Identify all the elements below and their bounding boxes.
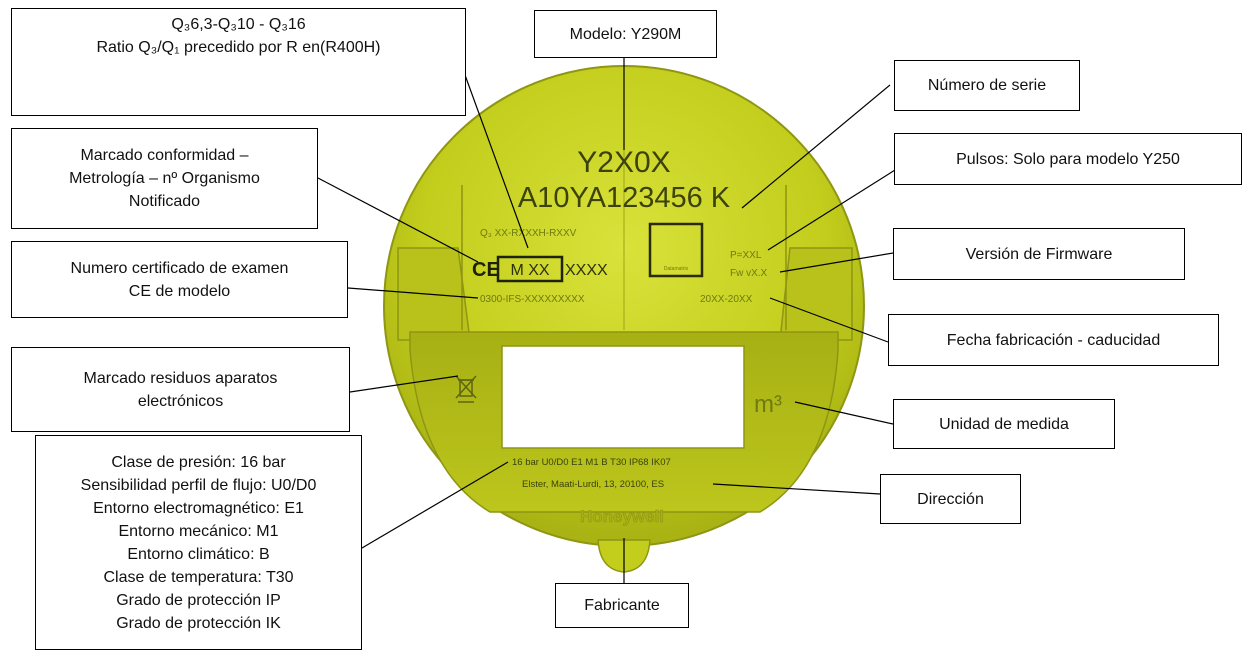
meter-cert-number: 0300-IFS-XXXXXXXXX [480, 294, 585, 305]
notified-body-number: XXXX [565, 262, 608, 279]
meter-pulse: P=XXL [730, 250, 762, 261]
callout-text: Entorno climático: B [127, 545, 270, 563]
callout-text: Número de serie [927, 77, 1047, 94]
callout-text: Ratio Q₃/Q₁ precedido por R en(R400H) [96, 39, 381, 56]
callout-text: Sensibilidad perfil de flujo: U0/D0 [80, 476, 317, 494]
callout-text: Clase de temperatura: T30 [103, 568, 294, 586]
callout-text: Marcado residuos aparatos [83, 369, 278, 387]
crossed-bin-icon [455, 375, 477, 403]
meter-serial: A10YA123456 K [518, 182, 731, 214]
metrology-m-mark: M XX [510, 262, 549, 279]
meter-model-code: Y2X0X [577, 146, 670, 179]
callout-text: Entorno electromagnético: E1 [93, 499, 304, 517]
meter-q3-line: Q₃ XX-RXXXH-RXXV [480, 228, 577, 239]
callout-modelo: Modelo: Y290M [534, 10, 717, 58]
display-window [501, 345, 745, 449]
callout-text: Modelo: Y290M [569, 25, 682, 43]
callout-numero-serie: Número de serie [894, 60, 1080, 111]
callout-residuos: Marcado residuos aparatos electrónicos [11, 347, 350, 432]
callout-firmware: Versión de Firmware [893, 228, 1185, 280]
callout-text: Grado de protección IP [116, 591, 281, 609]
meter-brand: Honeywell [580, 507, 664, 526]
callout-pulsos: Pulsos: Solo para modelo Y250 [894, 133, 1242, 185]
callout-text: Numero certificado de examen [70, 259, 289, 277]
callout-clase-presion: Clase de presión: 16 bar Sensibilidad pe… [35, 435, 362, 650]
callout-unidad: Unidad de medida [893, 399, 1115, 449]
callout-text: Pulsos: Solo para modelo Y250 [956, 150, 1180, 168]
meter-firmware: Fw vX.X [730, 268, 768, 279]
meter-unit: m³ [754, 391, 782, 418]
datamatrix-label: Datamatrix [664, 266, 689, 272]
left-latch [397, 247, 471, 341]
callout-fabricante: Fabricante [555, 583, 689, 628]
meter-date-range: 20XX-20XX [700, 294, 753, 305]
callout-text: Unidad de medida [939, 415, 1069, 433]
callout-marcado-conformidad: Marcado conformidad – Metrología – nº Or… [11, 128, 318, 229]
callout-certificado: Numero certificado de examen CE de model… [11, 241, 348, 318]
callout-text: Grado de protección IK [116, 614, 281, 632]
callout-text: Fecha fabricación - caducidad [946, 331, 1161, 349]
callout-text: Dirección [917, 490, 984, 508]
callout-text: Q₃6,3-Q₃10 - Q₃16 [171, 16, 306, 33]
callout-text: Entorno mecánico: M1 [118, 522, 279, 540]
meter-address: Elster, Maati-Lurdi, 13, 20100, ES [522, 479, 664, 490]
callout-text: Notificado [128, 193, 201, 210]
metrology-m-box [496, 255, 564, 283]
callout-text: Versión de Firmware [965, 245, 1113, 263]
callout-text: Fabricante [584, 597, 660, 614]
callout-text: Clase de presión: 16 bar [111, 453, 286, 471]
callout-text: Marcado conformidad – [80, 147, 249, 164]
callout-text: CE de modelo [128, 282, 231, 300]
callout-text: electrónicos [137, 392, 224, 410]
meter-env-line: 16 bar U0/D0 E1 M1 B T30 IP68 IK07 [512, 457, 671, 468]
ce-mark: CE [472, 259, 500, 281]
callout-direccion: Dirección [880, 474, 1021, 524]
callout-fecha: Fecha fabricación - caducidad [888, 314, 1219, 366]
callout-text: Metrología – nº Organismo [69, 170, 260, 187]
callout-q3-ratio: Q₃6,3-Q₃10 - Q₃16 Ratio Q₃/Q₁ precedido … [11, 8, 466, 116]
leader-lines [317, 58, 896, 583]
datamatrix-square [648, 222, 704, 278]
right-latch [779, 247, 853, 341]
